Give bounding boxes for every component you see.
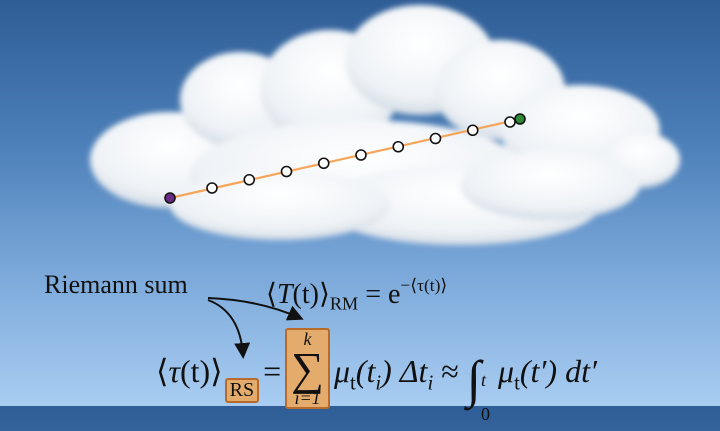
symbol-tau: τ: [168, 353, 180, 390]
cloud-scene: [90, 5, 680, 245]
sample-point: [392, 140, 405, 153]
sum-symbol: ∑: [291, 343, 324, 394]
sample-point: [280, 165, 293, 178]
term-arg: (t: [355, 353, 376, 390]
angle-close: ⟩: [210, 353, 223, 390]
sample-point: [317, 157, 330, 170]
symbol-mu: μ: [333, 353, 350, 390]
sample-point: [243, 173, 256, 186]
term-arg-sub: i: [375, 371, 382, 395]
integral-lower: 0: [481, 403, 491, 424]
exponent: −⟨τ(t)⟩: [400, 276, 448, 295]
mu-subscript: t: [350, 371, 356, 395]
sample-point: [429, 132, 442, 145]
angle-close: ⟩: [318, 279, 330, 311]
arg-t: (t): [292, 279, 319, 311]
arg-t: (t): [179, 353, 211, 390]
sample-point: [466, 124, 479, 137]
ray: [164, 113, 526, 204]
integrand-arg: (t′) dt′: [519, 353, 597, 390]
sum-upper-limit: k: [303, 329, 312, 349]
riemann-sum-label: Riemann sum: [44, 270, 188, 299]
sample-point: [206, 182, 218, 194]
integrand-sub: t: [514, 371, 520, 395]
transmittance-equation: ⟨T(t)⟩RM = e−⟨τ(t)⟩: [266, 276, 447, 315]
angle-open: ⟨: [266, 279, 277, 311]
symbol-T: T: [276, 279, 293, 311]
ray-end-point: [514, 113, 526, 125]
equals-e: = e: [358, 279, 401, 311]
delta-sub: i: [427, 371, 434, 395]
sum-lower-limit: i=1: [294, 388, 321, 409]
term-delta: ) Δt: [381, 353, 428, 390]
sample-point: [504, 116, 516, 128]
summation-box: k∑i=1: [285, 328, 330, 410]
ray-start-point: [164, 192, 176, 204]
integrand-mu: μ: [498, 353, 515, 390]
cloud: [90, 5, 680, 245]
ray-line: [169, 117, 521, 200]
sample-point: [355, 149, 367, 161]
integral-upper: t: [481, 369, 487, 390]
approx-sign: ≈: [433, 353, 467, 390]
subscript-rm: RM: [329, 293, 359, 314]
equals-sign: =: [263, 353, 282, 390]
angle-open: ⟨: [156, 353, 169, 390]
subscript-rs-box: RS: [224, 378, 260, 404]
integral-symbol: ∫: [466, 351, 482, 409]
